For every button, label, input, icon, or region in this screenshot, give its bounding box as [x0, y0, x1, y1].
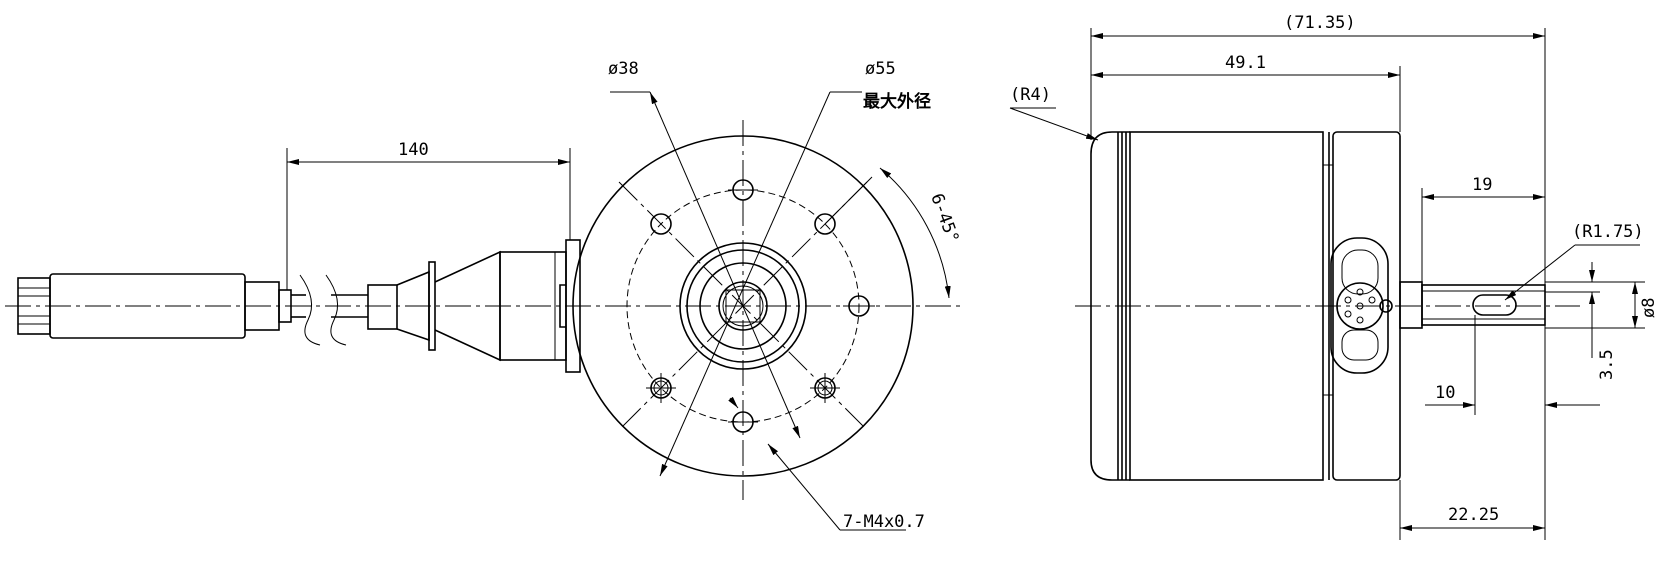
motor-body	[1129, 131, 1324, 481]
corner-radius-label: (R4)	[1010, 85, 1051, 105]
flat-depth-label: 3.5	[1597, 349, 1617, 380]
slot-radius-label: (R1.75)	[1572, 222, 1644, 242]
corner-radius-leader	[1009, 107, 1099, 141]
strain-relief	[367, 239, 581, 373]
cable	[291, 274, 368, 346]
dia55-diameter-line	[659, 91, 831, 477]
body-length-label: 49.1	[1225, 53, 1266, 73]
flat-length-label: 10	[1435, 383, 1455, 403]
shaft-dia-label: ø8	[1639, 298, 1659, 318]
overall-length-label: (71.35)	[1284, 13, 1356, 33]
thread-label: 7-M4x0.7	[843, 512, 925, 532]
cable-length-label: 140	[398, 140, 429, 160]
side-connector	[1330, 237, 1393, 374]
dia38-diameter-line	[649, 91, 801, 439]
end-cap	[1090, 131, 1130, 481]
angle-label: 6-45°	[926, 191, 962, 246]
max-outer-diameter-label: 最大外径	[863, 91, 931, 112]
thread-leader	[767, 443, 841, 531]
front-view: 140 ø38 ø55 最大外径 6-45° 7-M4x0.7	[5, 59, 965, 532]
dia38-label: ø38	[608, 59, 639, 79]
slot-radius-leader	[1504, 244, 1576, 301]
side-view: (71.35) 49.1 (R4) 19 (R1.75) ø8 3.5 10 2…	[1009, 13, 1659, 540]
output-shaft	[1399, 281, 1546, 329]
shaft-length-label: 19	[1472, 175, 1492, 195]
dia55-label: ø55	[865, 59, 896, 79]
angle-arc	[879, 167, 951, 299]
connector-plug	[17, 273, 292, 339]
shaft-extension-label: 22.25	[1448, 505, 1499, 525]
